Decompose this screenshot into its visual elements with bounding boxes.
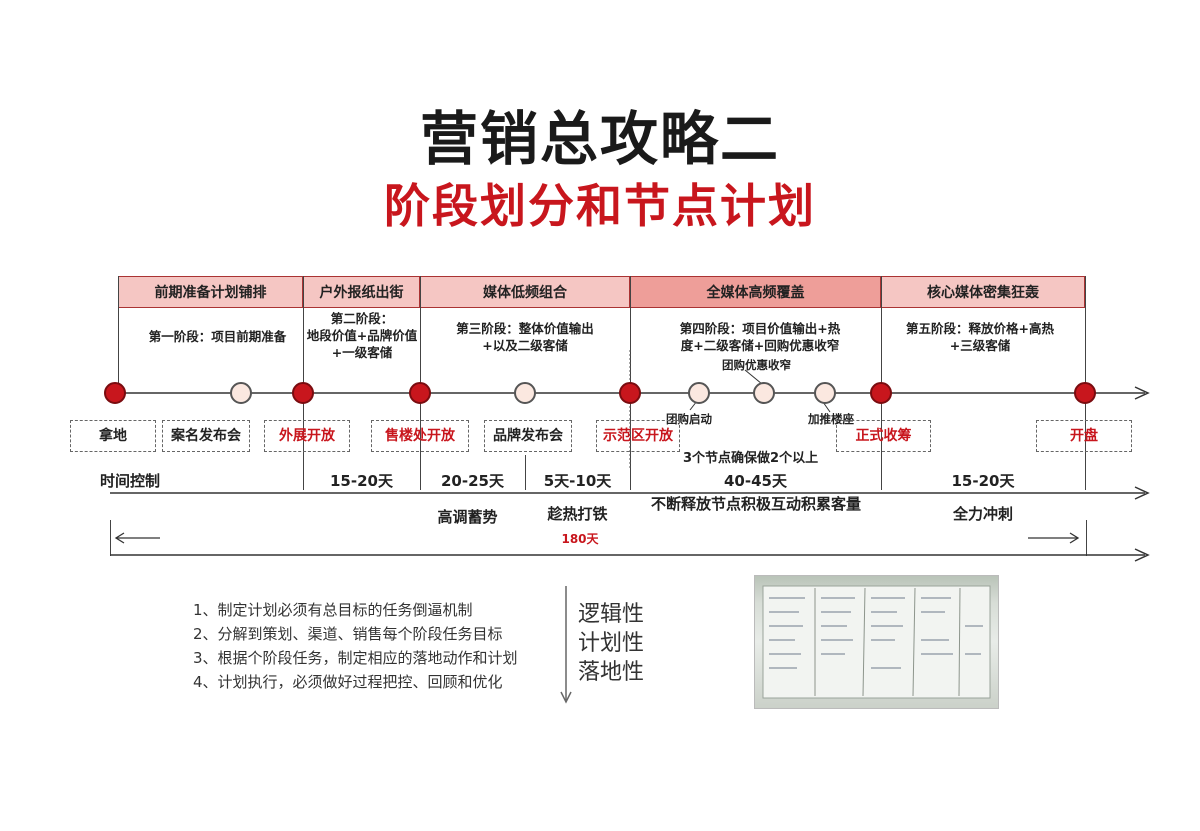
milestone-node	[814, 382, 836, 404]
phase-3-desc: 第三阶段：整体价值输出 +以及二级客储	[440, 320, 610, 354]
milestone-node	[1074, 382, 1096, 404]
phase-3-desc-line: +以及二级客储	[482, 338, 568, 353]
phase-1-desc: 第一阶段：项目前期准备	[140, 328, 295, 345]
phase-4-desc: 第四阶段：项目价值输出+热 度+二级客储+回购优惠收窄	[660, 320, 860, 354]
milestone-box: 开盘	[1036, 420, 1132, 452]
group-discount-label: 团购优惠收窄	[722, 358, 791, 372]
phase-5-desc-line: +三级客储	[949, 338, 1011, 353]
timing-note: 3个节点确保做2个以上	[683, 451, 819, 466]
phase-2-desc-line: 第二阶段：	[330, 311, 394, 326]
trait-item: 计划性	[578, 631, 645, 656]
phase-theme: 高调蓄势	[437, 508, 498, 526]
phase-3-header: 媒体低频组合	[420, 276, 630, 308]
phase-3-desc-line: 第三阶段：整体价值输出	[456, 321, 594, 336]
milestone-box: 正式收筹	[836, 420, 931, 452]
duration-value: 40-45天	[724, 472, 787, 490]
page-subtitle: 阶段划分和节点计划	[384, 179, 816, 233]
trait-item: 逻辑性	[578, 602, 645, 627]
timing-label: 时间控制	[100, 472, 161, 490]
milestone-box: 案名发布会	[162, 420, 250, 452]
milestone-node	[514, 382, 536, 404]
phase-2-desc-line: +一级客储	[331, 345, 393, 360]
phase-4-desc-line: 第四阶段：项目价值输出+热	[679, 321, 841, 336]
milestone-box: 示范区开放	[596, 420, 680, 452]
duration-value: 5天-10天	[543, 472, 612, 490]
duration-value: 20-25天	[441, 472, 504, 490]
principle-item: 4、计划执行，必须做好过程把控、回顾和优化	[193, 673, 503, 691]
phase-2-header: 户外报纸出街	[303, 276, 420, 308]
principle-item: 3、根据个阶段任务，制定相应的落地动作和计划	[193, 649, 518, 667]
phase-5-desc-line: 第五阶段：释放价格+高热	[906, 321, 1054, 336]
whiteboard-image	[762, 585, 991, 699]
milestone-node	[753, 382, 775, 404]
phase-1-desc-line: 第一阶段：项目前期准备	[148, 329, 287, 344]
phase-2-desc-line: 地段价值+品牌价值	[306, 328, 418, 343]
phase-4-desc-line: 度+二级客储+回购优惠收窄	[680, 338, 840, 353]
page-title: 营销总攻略二	[419, 105, 780, 173]
phase-theme: 不断释放节点积极互动积累客量	[650, 495, 861, 513]
milestone-node	[619, 382, 641, 404]
milestone-node	[104, 382, 126, 404]
total-duration: 180天	[561, 532, 599, 546]
group-start-label: 团购启动	[666, 412, 712, 426]
divider-line	[525, 455, 526, 490]
milestone-node	[292, 382, 314, 404]
duration-value: 15-20天	[951, 472, 1015, 490]
divider-line	[118, 276, 119, 392]
whiteboard-photo	[754, 575, 999, 709]
milestone-node	[230, 382, 252, 404]
milestone-box: 品牌发布会	[484, 420, 572, 452]
divider-line	[110, 520, 111, 556]
principle-item: 1、制定计划必须有总目标的任务倒逼机制	[193, 601, 473, 619]
divider-line	[1086, 520, 1087, 556]
phase-4-header: 全媒体高频覆盖	[630, 276, 881, 308]
phase-2-desc: 第二阶段： 地段价值+品牌价值 +一级客储	[300, 310, 424, 361]
traits-list: 逻辑性 计划性 落地性	[578, 600, 644, 687]
milestone-box: 售楼处开放	[371, 420, 469, 452]
milestone-node	[870, 382, 892, 404]
principles-list: 1、制定计划必须有总目标的任务倒逼机制 2、分解到策划、渠道、销售每个阶段任务目…	[193, 598, 518, 694]
milestone-node	[409, 382, 431, 404]
phase-5-header: 核心媒体密集狂轰	[881, 276, 1085, 308]
trait-item: 落地性	[578, 660, 645, 685]
phase-5-desc: 第五阶段：释放价格+高热 +三级客储	[890, 320, 1070, 354]
milestone-box: 拿地	[70, 420, 156, 452]
principle-item: 2、分解到策划、渠道、销售每个阶段任务目标	[193, 625, 503, 643]
phase-theme: 趁热打铁	[547, 505, 608, 523]
phase-theme: 全力冲刺	[952, 505, 1013, 523]
add-building-label: 加推楼座	[808, 412, 854, 426]
milestone-box: 外展开放	[264, 420, 350, 452]
duration-value: 15-20天	[330, 472, 393, 490]
milestone-node	[688, 382, 710, 404]
